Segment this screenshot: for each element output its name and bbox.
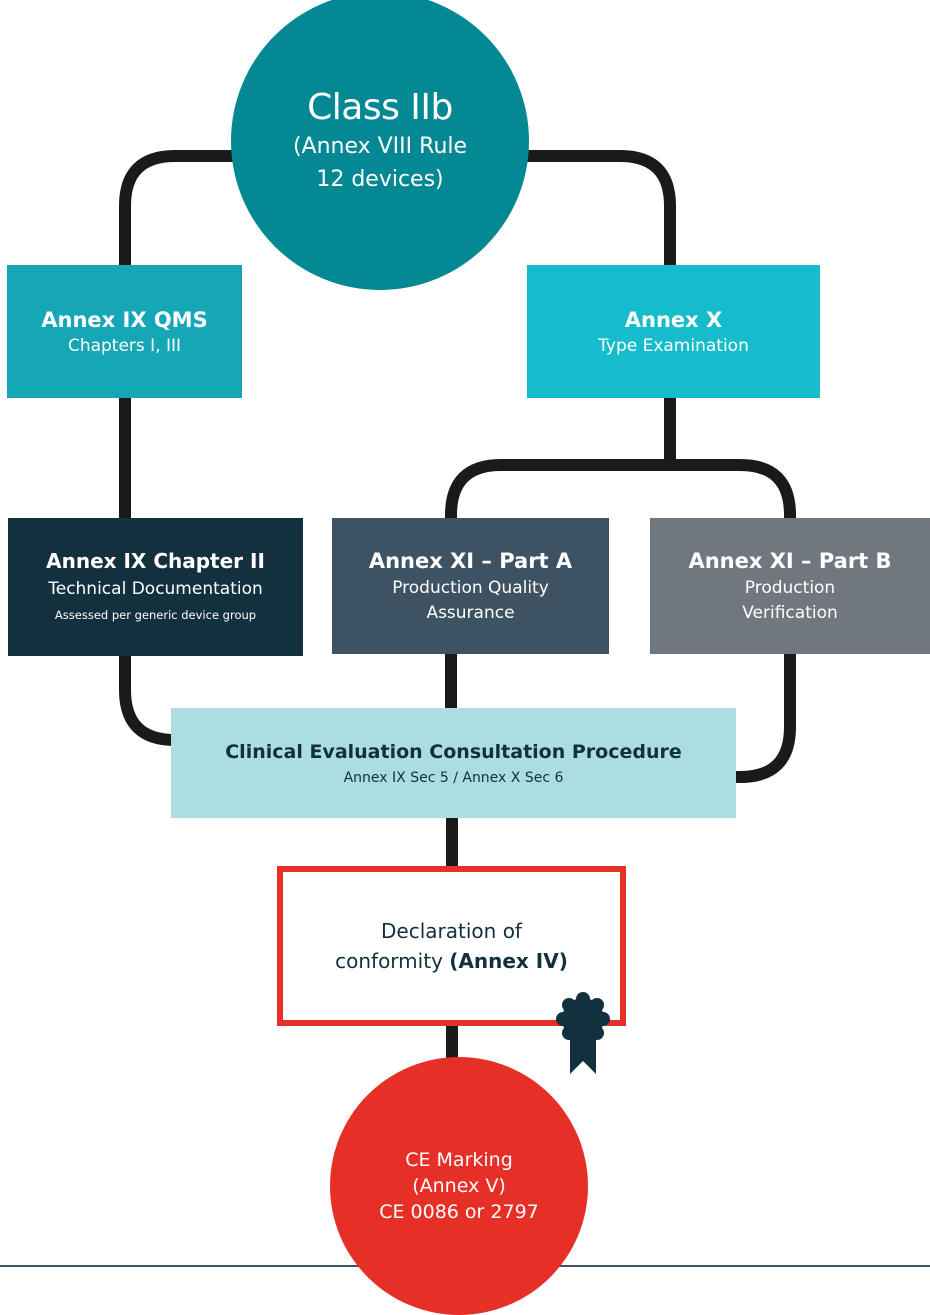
clinical-evaluation-box: Clinical Evaluation Consultation Procedu… [171, 708, 736, 818]
type-exam-title: Annex X [624, 307, 723, 332]
annex-xi-part-a-box: Annex XI – Part A Production Quality Ass… [332, 518, 609, 654]
tech-doc-note: Assessed per generic device group [54, 608, 257, 622]
annex-xi-part-b-box: Annex XI – Part B Production Verificatio… [650, 518, 930, 654]
annex-ix-qms-box: Annex IX QMS Chapters I, III [7, 265, 242, 398]
connector-tech-doc-to-clinical [119, 650, 176, 746]
award-seal-icon [556, 992, 610, 1074]
ce-line-3: CE 0086 or 2797 [379, 1201, 539, 1223]
declaration-annex-ref: (Annex IV) [449, 949, 568, 973]
connector-class-to-qms [119, 150, 240, 268]
clinical-title: Clinical Evaluation Consultation Procedu… [225, 741, 682, 763]
annex-ix-chapter-ii-box: Annex IX Chapter II Technical Documentat… [8, 518, 303, 656]
qms-title: Annex IX QMS [41, 307, 208, 332]
ce-marking-circle: CE Marking (Annex V) CE 0086 or 2797 [330, 1057, 588, 1315]
class-iib-circle: Class IIb (Annex VIII Rule 12 devices) [231, 0, 529, 290]
tech-doc-subtitle: Technical Documentation [48, 579, 263, 599]
part-b-title: Annex XI – Part B [688, 549, 892, 573]
part-b-subtitle: Production Verification [742, 578, 838, 623]
connector-branch-part-b [670, 459, 796, 521]
class-title: Class IIb [307, 87, 453, 128]
part-a-subtitle: Production Quality Assurance [392, 578, 549, 623]
class-subtitle: (Annex VIII Rule 12 devices) [292, 134, 468, 192]
declaration-line-1: Declaration of [381, 919, 522, 943]
connector-class-to-type-exam [520, 150, 676, 268]
declaration-line-2: conformity (Annex IV) [335, 946, 568, 976]
tech-doc-title: Annex IX Chapter II [46, 549, 265, 573]
clinical-subtitle: Annex IX Sec 5 / Annex X Sec 6 [343, 770, 564, 786]
annex-x-type-examination-box: Annex X Type Examination [527, 265, 820, 398]
part-a-title: Annex XI – Part A [368, 549, 573, 573]
connector-part-b-to-clinical [733, 650, 796, 783]
connector-branch-part-a [445, 459, 670, 521]
declaration-line-2-text: conformity [335, 949, 450, 973]
type-exam-subtitle: Type Examination [598, 335, 749, 356]
ce-line-2: (Annex V) [412, 1175, 506, 1197]
ce-line-1: CE Marking [405, 1149, 513, 1171]
qms-subtitle: Chapters I, III [67, 335, 182, 356]
